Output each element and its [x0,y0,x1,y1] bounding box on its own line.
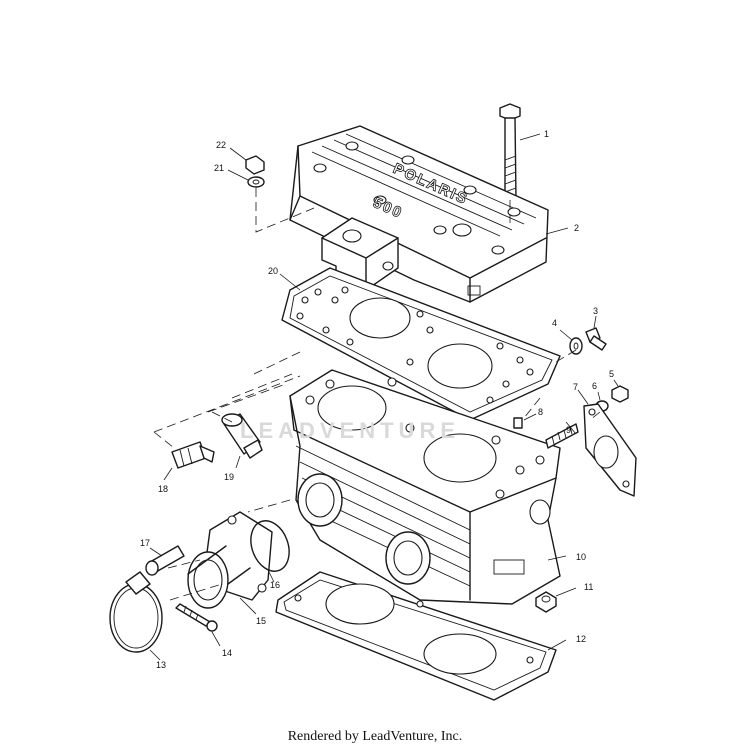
callout-22: 22 [216,140,226,150]
callout-8: 8 [538,407,543,417]
part-8-pin [513,413,537,429]
callout-21: 21 [214,163,224,173]
part-22-bolt [229,147,265,175]
callout-14: 14 [222,648,232,658]
callout-6: 6 [592,381,597,391]
part-3-screw [585,315,607,351]
part-10-cylinder [289,369,567,605]
callout-15: 15 [256,616,266,626]
part-4-washer [559,329,583,355]
callout-13: 13 [156,660,166,670]
part-20-head-gasket [279,267,561,421]
callout-19: 19 [224,472,234,482]
callout-16: 16 [270,580,280,590]
callout-1: 1 [544,129,549,139]
part-14-screw [175,603,221,647]
callout-labels: 1 2 3 4 5 6 7 8 9 10 11 12 13 14 15 16 1… [140,129,614,670]
callout-3: 3 [593,306,598,316]
callout-10: 10 [576,552,586,562]
callout-4: 4 [552,318,557,328]
render-credit: Rendered by LeadVenture, Inc. [287,729,463,744]
callout-11: 11 [584,582,593,592]
part-17-bolt [145,545,185,576]
part-21-washer [227,169,265,188]
part-1-bolt [499,103,541,201]
callout-5: 5 [609,369,614,379]
callout-17: 17 [140,538,150,548]
part-16-o-ring [250,520,290,583]
watermark-text: LEADVENTURE [240,418,461,443]
part-18-sensor [163,441,215,481]
part-2-head-cover: POLARIS 500 [289,125,569,303]
part-7-flange-gasket [577,389,637,497]
part-19-fitting [221,413,263,469]
part-12-base-gasket [275,571,567,701]
callout-7: 7 [573,382,578,392]
callout-12: 12 [576,634,586,644]
part-13-clamp [109,571,163,661]
part-11-nut [535,587,577,613]
part-9-stud [545,421,579,449]
callout-9: 9 [566,425,571,435]
part-5-nut [611,379,629,403]
assembly-lines [153,188,601,601]
part-15-flange [187,511,273,615]
callout-2: 2 [574,223,579,233]
callout-18: 18 [158,484,168,494]
callout-20: 20 [268,266,278,276]
